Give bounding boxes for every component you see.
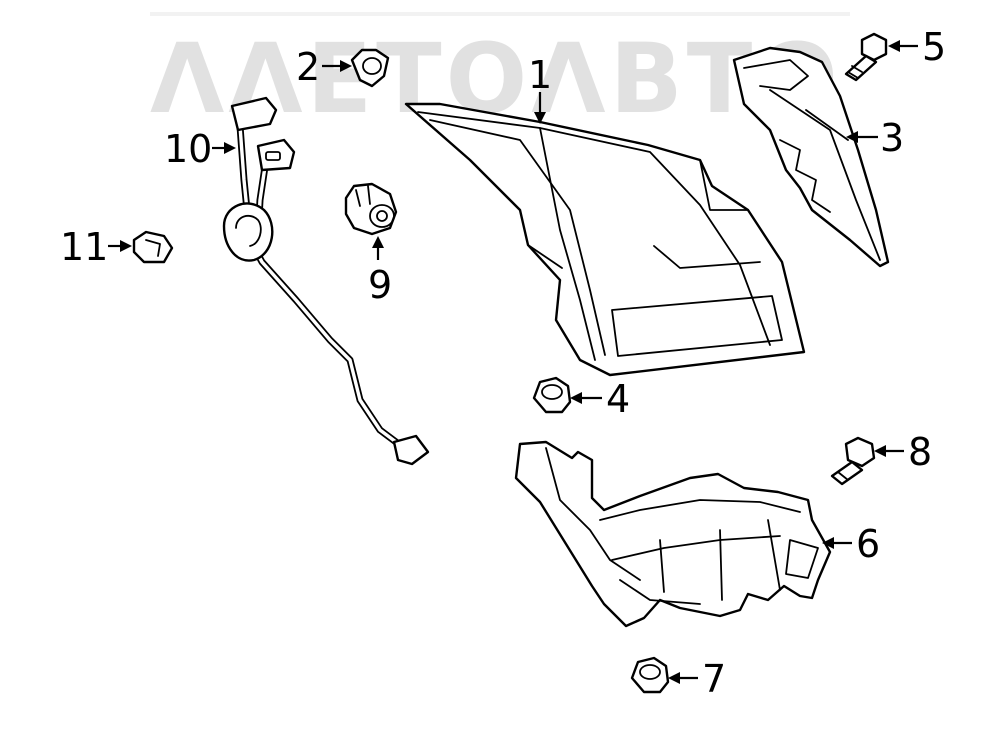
nut-part-7 bbox=[630, 656, 670, 694]
callout-11: 11 bbox=[60, 225, 108, 269]
nut-part-4 bbox=[532, 376, 572, 414]
screw-part-5 bbox=[844, 32, 888, 82]
callout-8: 8 bbox=[908, 430, 932, 474]
wiring-harness-part-10 bbox=[222, 96, 430, 466]
bulb-socket-part-9 bbox=[344, 182, 398, 236]
clip-part bbox=[350, 48, 390, 88]
lamp-housing-cover bbox=[732, 46, 890, 268]
callout-5: 5 bbox=[922, 25, 946, 69]
callout-9: 9 bbox=[368, 263, 392, 307]
leader-lines bbox=[108, 40, 918, 684]
tail-lamp-assembly bbox=[404, 102, 806, 377]
callout-3: 3 bbox=[880, 116, 904, 160]
callout-labels: 1 2 3 4 5 6 7 8 9 10 11 bbox=[60, 25, 946, 701]
connector-part-11 bbox=[132, 230, 174, 264]
callout-6: 6 bbox=[856, 522, 880, 566]
callout-2: 2 bbox=[296, 45, 320, 89]
bolt-part-8 bbox=[830, 436, 876, 486]
callout-10: 10 bbox=[164, 127, 212, 171]
callout-4: 4 bbox=[606, 377, 630, 421]
callout-1: 1 bbox=[528, 53, 552, 97]
bracket-part-6 bbox=[514, 440, 832, 628]
callout-7: 7 bbox=[702, 657, 726, 701]
